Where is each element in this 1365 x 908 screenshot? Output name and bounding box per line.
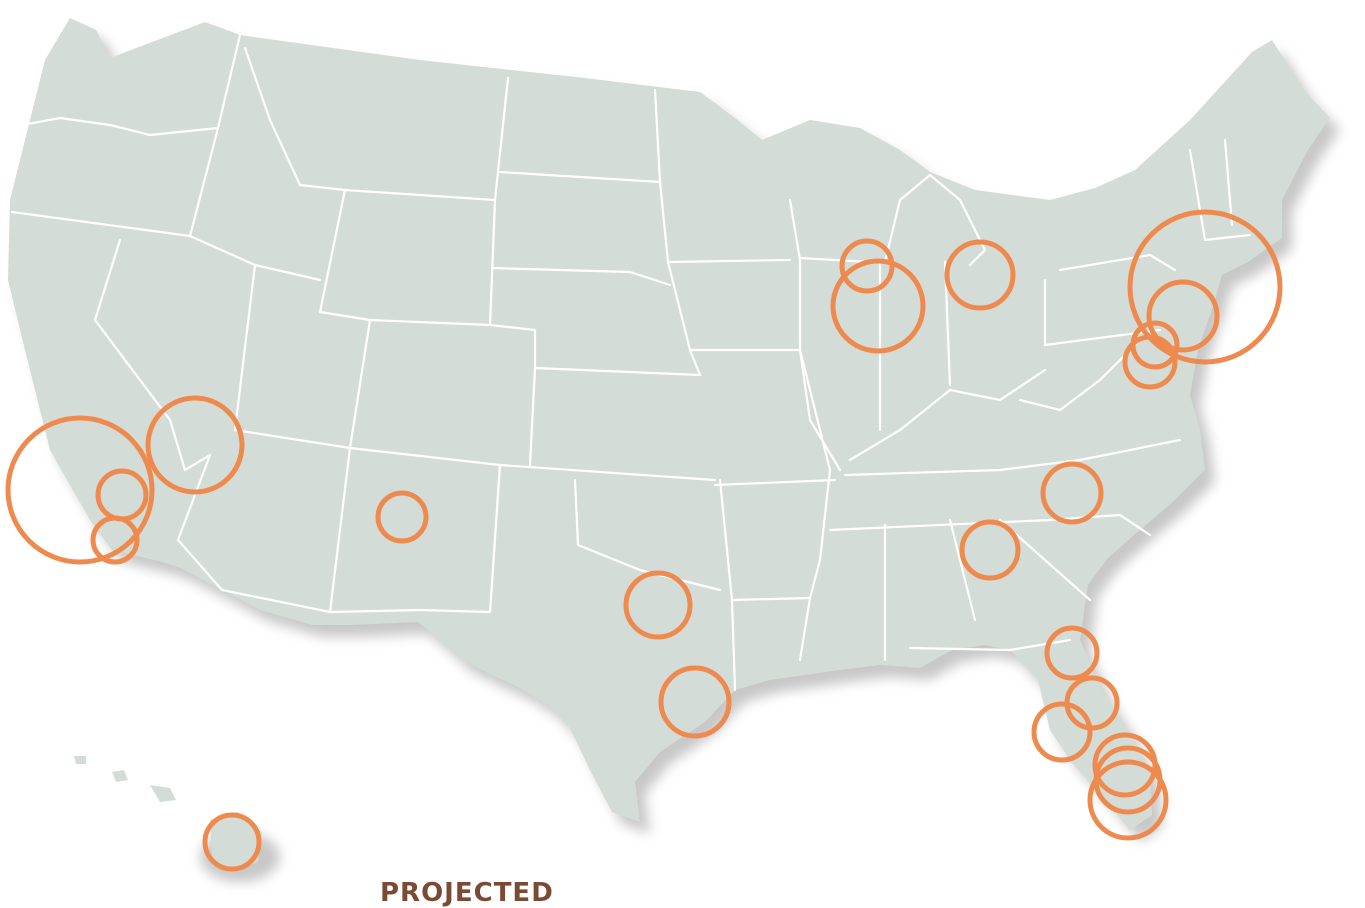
- marker-albuquerque: [375, 490, 429, 544]
- wy-west: [318, 188, 347, 314]
- mo-ar-border: [713, 478, 837, 487]
- hawaii-kauai: [74, 756, 86, 764]
- marker-miami: [1087, 759, 1169, 841]
- wy-south-co-north: [318, 310, 537, 332]
- ia-west: [666, 260, 702, 377]
- marker-detroit: [944, 239, 1016, 311]
- mn-west: [653, 88, 670, 264]
- marker-baltimore: [1122, 334, 1178, 390]
- michigan-lp: [883, 173, 987, 267]
- marker-atlanta: [959, 519, 1021, 581]
- al-ga-border: [948, 518, 977, 622]
- ne-ks-border: [533, 366, 702, 377]
- mo-east: [798, 348, 842, 472]
- marker-tampa: [1031, 701, 1093, 763]
- ar-la-border: [730, 596, 812, 602]
- hawaii-big-island: [210, 812, 262, 872]
- marker-houston: [658, 665, 732, 739]
- marker-jacksonville: [1044, 625, 1100, 681]
- hawaii-oahu: [112, 770, 128, 782]
- az-south: [220, 588, 332, 614]
- pa-south: [1043, 328, 1162, 347]
- id-west-border: [188, 33, 242, 238]
- co-west: [348, 318, 372, 450]
- marker-new-jersey: [1146, 279, 1220, 353]
- sd-ne-border: [490, 266, 672, 287]
- tn-south: [828, 518, 1052, 532]
- ks-ok-border: [498, 463, 717, 482]
- marker-los-angeles-metro: [5, 415, 155, 565]
- co-ks-border: [528, 328, 537, 467]
- marker-chicago: [830, 258, 926, 354]
- new-england-line: [1188, 148, 1252, 242]
- ny-pa-border: [1058, 253, 1177, 272]
- great-basin-line: [188, 234, 322, 282]
- marker-charlotte: [1040, 461, 1104, 525]
- nm-east: [488, 463, 502, 614]
- marker-san-diego: [90, 515, 140, 565]
- ca-nv-border: [93, 238, 187, 472]
- mississippi-river: [788, 198, 832, 662]
- nd-sd-border: [498, 170, 662, 184]
- marker-milwaukee: [839, 238, 895, 294]
- wi-il-border: [798, 256, 872, 264]
- nm-west: [328, 446, 352, 614]
- ohio-river: [848, 368, 1047, 462]
- va-wv-line: [1018, 338, 1142, 412]
- nv-ut-border: [233, 263, 257, 432]
- marker-dallas: [623, 570, 693, 640]
- marker-new-york-metro: [1127, 209, 1283, 365]
- vt-nh-border: [1223, 138, 1234, 227]
- wa-or-border: [20, 116, 220, 137]
- or-ca-border: [10, 210, 192, 238]
- ky-tn-border: [843, 438, 1182, 477]
- contiguous-us-land: [8, 18, 1330, 830]
- wy-north: [343, 188, 497, 202]
- hawaii-maui: [150, 785, 176, 802]
- marker-las-vegas: [145, 395, 245, 495]
- id-mt-border: [243, 46, 347, 192]
- az-west-border: [176, 453, 224, 592]
- mn-ia-border: [666, 258, 792, 264]
- nm-south: [328, 608, 492, 614]
- city-markers: [5, 209, 1283, 872]
- nc-sc-border: [1048, 513, 1152, 537]
- marker-honolulu: [202, 812, 262, 872]
- land: [8, 18, 1330, 872]
- legend-title: PROJECTED: [380, 878, 554, 908]
- dakotas-west: [488, 76, 510, 327]
